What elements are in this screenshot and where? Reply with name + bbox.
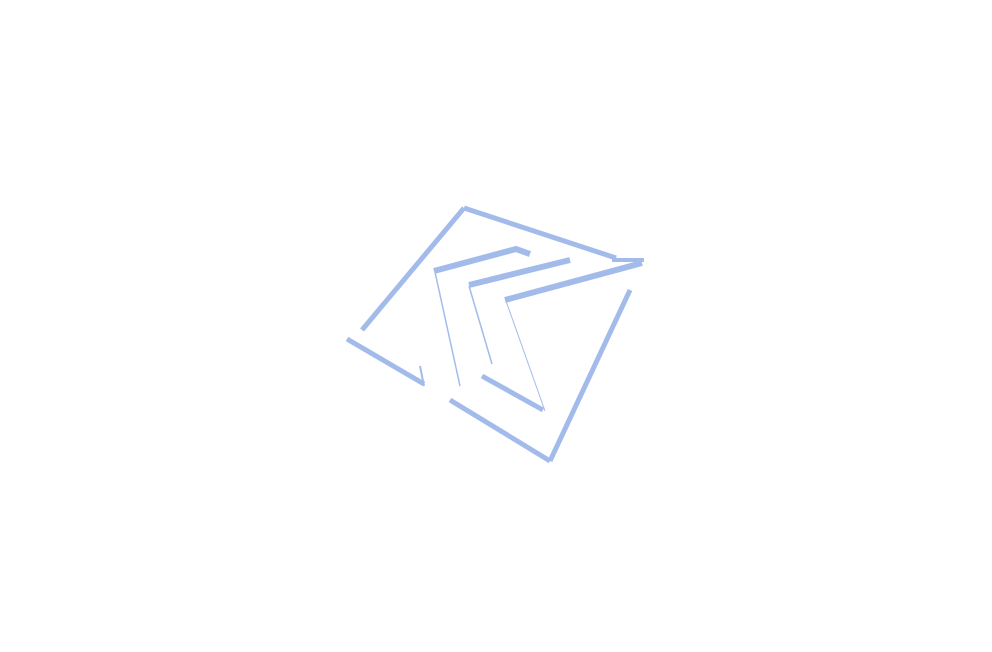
logo-chevron-1-left (434, 271, 461, 387)
logo-stub-left (419, 365, 425, 387)
logo-chevron-1-top (433, 245, 532, 274)
logo-chevron-2-left (468, 285, 493, 365)
logo-outer-edge-lower-left (345, 336, 426, 387)
logo-chevron-3-left (505, 300, 546, 412)
logo-chevron-2-bottom (480, 373, 545, 413)
logo-outer-edge-left (360, 206, 466, 332)
logo-chevron-3-top (504, 260, 643, 303)
logo-outer-edge-top (463, 205, 617, 261)
logo-outer-edge-right (547, 288, 633, 463)
logo-outer-edge-bottom (448, 397, 552, 464)
logo-chevron-2-top (468, 257, 571, 288)
